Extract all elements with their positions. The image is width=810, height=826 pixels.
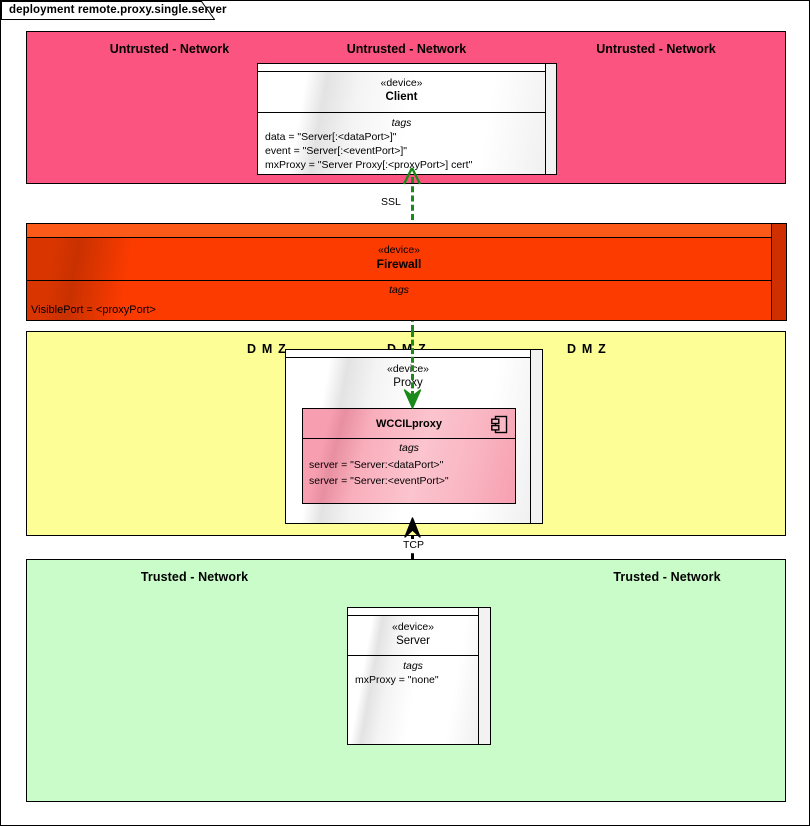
firewall-tags-title: tags — [389, 284, 409, 296]
tcp-connector-label: TCP — [400, 539, 427, 551]
component-wccilproxy[interactable]: WCCILproxy tags server = "Server:<dataPo… — [302, 408, 516, 504]
wccilproxy-name: WCCILproxy — [376, 418, 442, 430]
diagram-title-text: deployment remote.proxy.single.server — [9, 4, 227, 16]
node-client[interactable]: «device» Client tags data = "Server[:<da… — [257, 63, 557, 175]
ssl-arrowhead-down-icon — [403, 389, 422, 409]
node-firewall[interactable]: «device» Firewall tags VisiblePort = <pr… — [26, 223, 787, 321]
client-tag-mxproxy: mxProxy = "Server Proxy[:<proxyPort>] ce… — [265, 159, 473, 171]
server-node-right-face — [478, 607, 491, 745]
firewall-front-face: «device» Firewall tags VisiblePort = <pr… — [26, 237, 772, 321]
client-node-front-face: «device» Client tags data = "Server[:<da… — [257, 71, 546, 175]
region-label-trusted-right: Trusted - Network — [613, 570, 721, 584]
server-name: Server — [396, 635, 430, 647]
firewall-name: Firewall — [376, 257, 422, 271]
client-tags-title: tags — [391, 117, 412, 129]
region-label-trusted-left: Trusted - Network — [140, 570, 249, 584]
proxy-node-front-face: «device» Proxy WCCILproxy tags server = … — [285, 357, 531, 524]
client-name: Client — [385, 91, 418, 103]
region-label-untrusted-center: Untrusted - Network — [346, 42, 467, 56]
client-stereotype: «device» — [380, 77, 423, 89]
wccilproxy-tags-title: tags — [399, 442, 419, 454]
firewall-header: «device» Firewall — [27, 238, 771, 281]
ssl-arrowhead-icon — [402, 167, 422, 185]
firewall-stereotype: «device» — [377, 244, 421, 256]
client-node-header: «device» Client — [258, 72, 545, 113]
server-stereotype: «device» — [391, 621, 435, 633]
proxy-node-right-face — [530, 349, 543, 524]
server-node-header: «device» Server — [348, 616, 478, 656]
title-tab-shape — [1, 1, 215, 20]
client-tags-section: tags data = "Server[:<dataPort>]" event … — [258, 113, 545, 172]
region-label-dmz-left: D M Z — [246, 342, 288, 356]
node-proxy[interactable]: «device» Proxy WCCILproxy tags server = … — [285, 349, 543, 524]
client-tag-event: event = "Server[:<eventPort>]" — [265, 145, 407, 157]
region-label-untrusted-right: Untrusted - Network — [596, 42, 716, 56]
server-tag-mxproxy: mxProxy = "none" — [355, 674, 439, 686]
tcp-arrowhead-up-icon — [404, 517, 421, 538]
wccilproxy-tag-server-eventport: server = "Server:<eventPort>" — [309, 475, 449, 487]
region-label-untrusted-left: Untrusted - Network — [109, 42, 230, 56]
client-node-right-face — [545, 63, 557, 175]
server-tags-section: tags mxProxy = "none" — [348, 656, 478, 687]
region-label-dmz-right: D M Z — [566, 342, 608, 356]
proxy-stereotype: «device» — [386, 363, 430, 375]
ssl-connector-line-lower — [411, 331, 414, 397]
server-node-front-face: «device» Server tags mxProxy = "none" — [347, 615, 479, 745]
node-server[interactable]: «device» Server tags mxProxy = "none" — [347, 607, 491, 745]
client-tag-data: data = "Server[:<dataPort>]" — [265, 131, 397, 143]
server-tags-title: tags — [403, 660, 423, 672]
firewall-right-face — [771, 223, 787, 321]
component-icon — [491, 415, 508, 434]
proxy-name: Proxy — [393, 377, 423, 389]
ssl-connector-label: SSL — [381, 196, 401, 208]
wccilproxy-tag-server-dataport: server = "Server:<dataPort>" — [309, 459, 444, 471]
firewall-tag-visibleport: VisiblePort = <proxyPort> — [31, 304, 156, 316]
diagram-title-tab[interactable]: deployment remote.proxy.single.server — [1, 1, 226, 20]
wccilproxy-header: WCCILproxy — [303, 409, 515, 439]
